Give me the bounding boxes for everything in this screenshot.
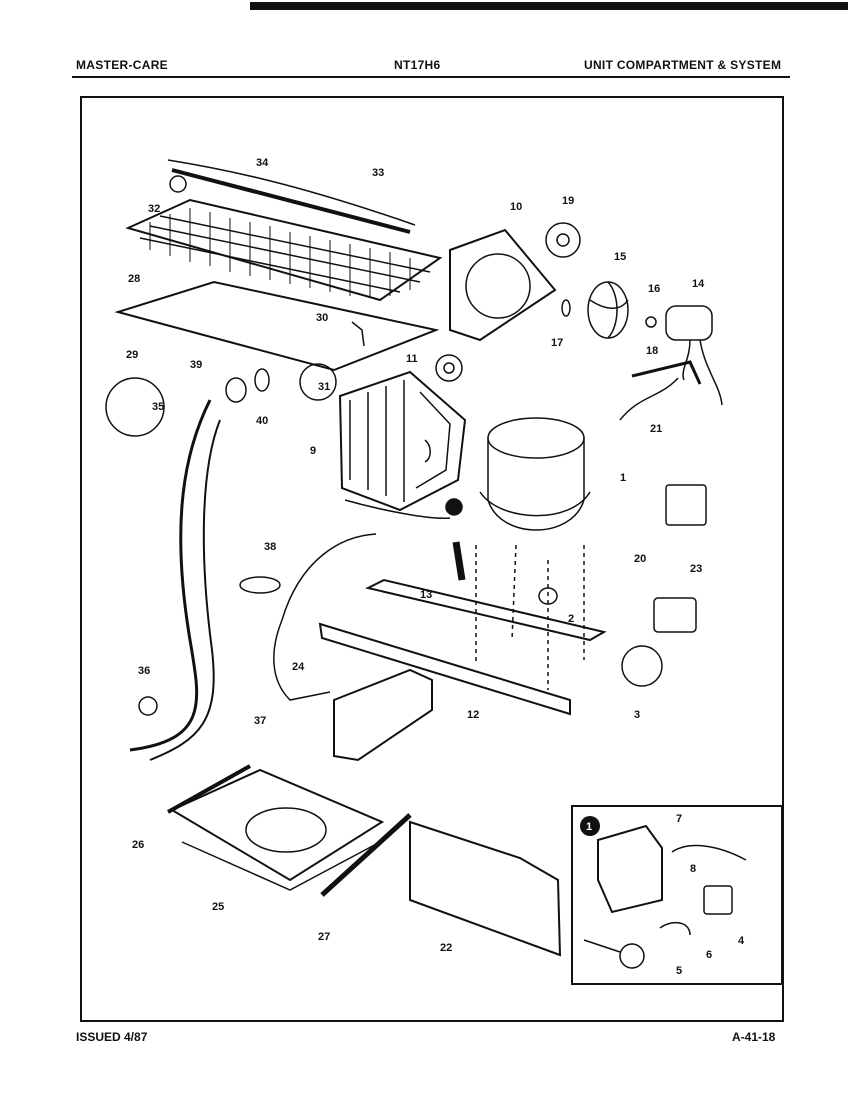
grommet-part-19 — [545, 222, 581, 258]
rod-part-33 — [171, 168, 411, 234]
grommet-part-40 — [254, 368, 270, 392]
inset-box-marker — [580, 816, 600, 836]
fan-motor-part-14 — [665, 305, 723, 406]
mounting-rails — [318, 578, 607, 716]
callout-17: 17 — [551, 337, 563, 349]
callout-18: 18 — [646, 345, 658, 357]
wire-part-21 — [619, 377, 679, 421]
callout-36: 36 — [138, 665, 150, 677]
bracket-part-18 — [631, 360, 702, 385]
spacer-part-17 — [561, 299, 571, 317]
nut-part-16 — [645, 316, 657, 328]
header-brand: MASTER-CARE — [76, 58, 168, 72]
callout-38: 38 — [264, 541, 276, 553]
callout-15: 15 — [614, 251, 626, 263]
rail-part-27 — [320, 813, 412, 897]
callout-14: 14 — [692, 278, 705, 290]
panel-part-22 — [409, 820, 562, 957]
callout-8: 8 — [690, 863, 696, 875]
inset-box-electrical-parts — [571, 805, 783, 985]
callout-7: 7 — [676, 813, 682, 825]
callout-33: 33 — [372, 167, 384, 179]
callout-39: 39 — [190, 359, 202, 371]
callout-24: 24 — [292, 661, 305, 673]
callout-26: 26 — [132, 839, 144, 851]
callout-9: 9 — [310, 445, 316, 457]
callout-10: 10 — [510, 201, 522, 213]
relay-part-23 — [653, 597, 697, 633]
bracket-part-12 — [333, 668, 433, 762]
callout-40: 40 — [256, 415, 268, 427]
callout-19: 19 — [562, 195, 574, 207]
fan-shroud-part-10 — [449, 228, 557, 342]
drain-pan-part-25 — [169, 768, 385, 891]
relay-cover-part-20 — [665, 484, 707, 526]
panel-part-29 — [114, 280, 440, 372]
tubing — [344, 499, 451, 520]
callout-37: 37 — [254, 715, 266, 727]
inset-box-marker-label: 1 — [586, 821, 592, 833]
header-model: NT17H6 — [394, 58, 441, 72]
callout-20: 20 — [634, 553, 646, 565]
top-border-bar — [250, 2, 848, 10]
callout-6: 6 — [706, 949, 712, 961]
callout-27: 27 — [318, 931, 330, 943]
callout-25: 25 — [212, 901, 224, 913]
callout-30: 30 — [316, 312, 328, 324]
callout-4: 4 — [738, 935, 745, 947]
callout-11: 11 — [406, 353, 418, 365]
drain-tube-part-37 — [129, 399, 212, 752]
grommet-part-11 — [435, 354, 463, 382]
callout-21: 21 — [650, 423, 662, 435]
mounting-hardware-part-3 — [621, 645, 663, 687]
callout-29: 29 — [126, 349, 138, 361]
footer-issued-date: ISSUED 4/87 — [76, 1030, 148, 1044]
header-section-title: UNIT COMPARTMENT & SYSTEM — [584, 58, 782, 72]
callout-31: 31 — [318, 381, 330, 393]
coil-part-9 — [338, 370, 467, 512]
callout-12: 12 — [467, 709, 479, 721]
callout-2: 2 — [568, 613, 574, 625]
clip-part-32 — [169, 175, 187, 193]
diagram-frame — [80, 96, 784, 1022]
callout-3: 3 — [634, 709, 640, 721]
compressor-part-1 — [479, 417, 591, 531]
detail-circle-part-35 — [105, 377, 165, 437]
drain-cap-part-36 — [138, 696, 158, 716]
drier-part-13 — [452, 541, 466, 581]
footer-page-code: A-41-18 — [732, 1030, 776, 1044]
callout-32: 32 — [148, 203, 160, 215]
inset-marker-callout — [445, 498, 463, 516]
detail-circle-part-31 — [299, 363, 337, 401]
condenser-part-28 — [125, 198, 443, 302]
callout-35: 35 — [152, 401, 164, 413]
header-rule — [72, 76, 790, 78]
screw-part-30 — [351, 321, 365, 347]
fan-blade-part-15 — [587, 281, 629, 339]
rail-part-26 — [167, 764, 251, 814]
callout-34: 34 — [256, 157, 269, 169]
callout-labels: 1 2 3 4 5 6 7 8 9 10 11 12 13 14 15 16 1… — [126, 157, 745, 977]
capillary-tube-part-34 — [167, 159, 416, 226]
callout-23: 23 — [690, 563, 702, 575]
callout-28: 28 — [128, 273, 140, 285]
assembly-guide-lines — [475, 544, 585, 690]
callout-1: 1 — [620, 472, 626, 484]
callout-16: 16 — [648, 283, 660, 295]
callout-13: 13 — [420, 589, 432, 601]
callout-22: 22 — [440, 942, 452, 954]
strap-part-38 — [239, 576, 281, 594]
clamp-part-39 — [225, 377, 247, 403]
power-cord-part-24 — [273, 533, 377, 701]
callout-5: 5 — [676, 965, 682, 977]
